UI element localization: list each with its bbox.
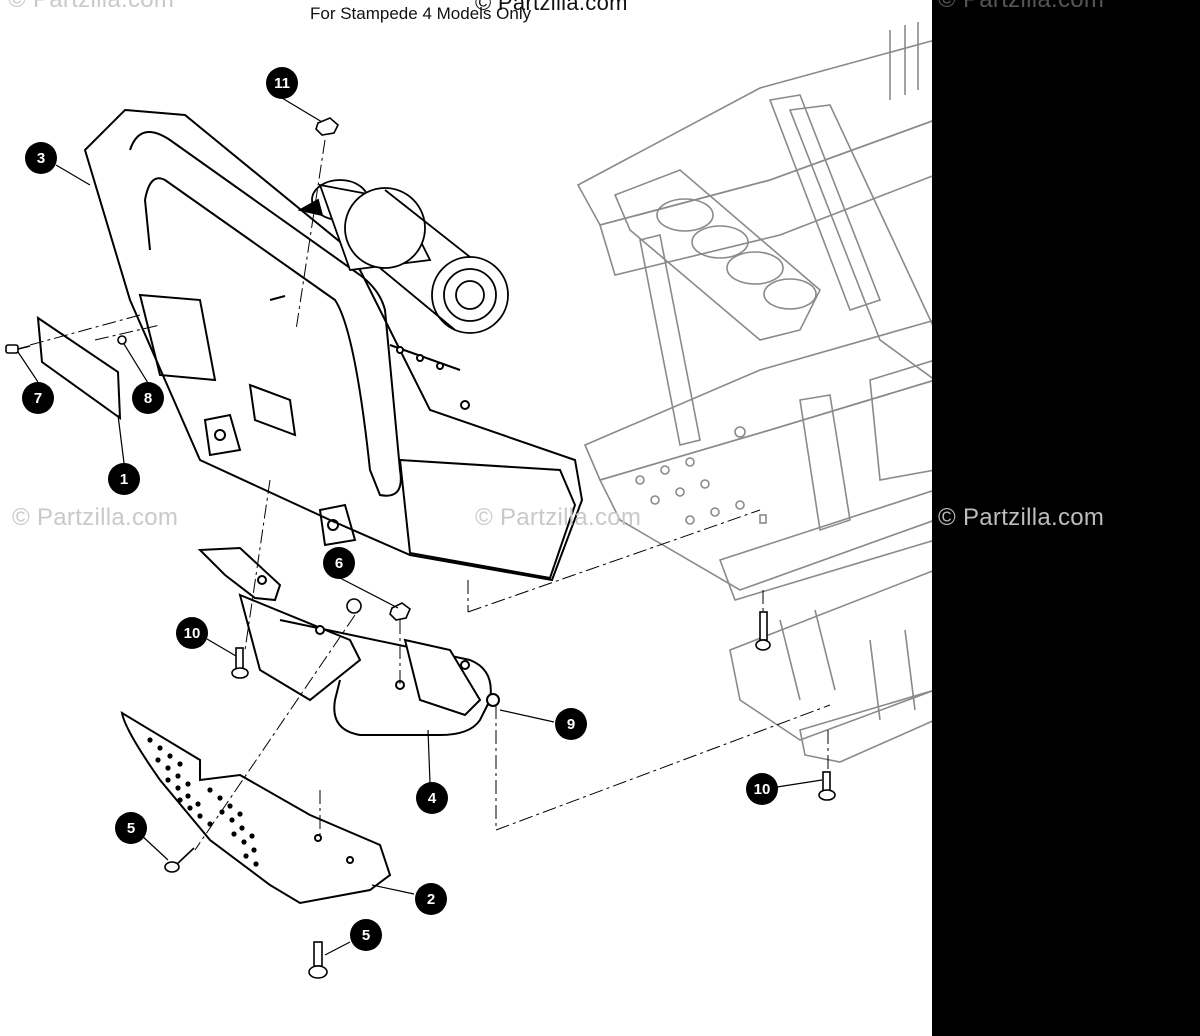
bumper bbox=[83, 108, 584, 582]
winch bbox=[297, 179, 509, 334]
diagram-caption: For Stampede 4 Models Only bbox=[310, 4, 532, 23]
watermark-mid-center: © Partzilla.com bbox=[475, 504, 642, 531]
watermark-top-center: © Partzilla.com bbox=[475, 0, 628, 15]
callout-11: 11 bbox=[266, 67, 298, 99]
watermark-mid-right: © Partzilla.com bbox=[938, 504, 1105, 531]
svg-text:5: 5 bbox=[127, 820, 135, 837]
callout-1: 1 bbox=[108, 463, 140, 495]
callout-10-left: 10 bbox=[176, 617, 208, 649]
callout-2: 2 bbox=[415, 883, 447, 915]
callout-5-lower: 5 bbox=[350, 919, 382, 951]
callout-5-upper: 5 bbox=[115, 812, 147, 844]
bolt-10-left bbox=[231, 647, 249, 679]
callout-4: 4 bbox=[416, 782, 448, 814]
nut-8 bbox=[117, 335, 127, 345]
bolt-5-lower bbox=[308, 941, 328, 979]
callout-8: 8 bbox=[132, 382, 164, 414]
right-black-panel bbox=[932, 0, 1200, 1036]
svg-text:8: 8 bbox=[144, 390, 152, 407]
svg-text:4: 4 bbox=[428, 790, 437, 807]
watermark-top-right: © Partzilla.com bbox=[938, 0, 1104, 14]
svg-text:2: 2 bbox=[427, 891, 435, 908]
svg-text:5: 5 bbox=[362, 927, 370, 944]
callout-3: 3 bbox=[25, 142, 57, 174]
bolt-5-upper bbox=[164, 847, 195, 873]
svg-text:6: 6 bbox=[335, 555, 343, 572]
screw-7 bbox=[5, 344, 19, 354]
skid-bracket bbox=[197, 546, 500, 736]
svg-text:10: 10 bbox=[754, 781, 771, 798]
watermark-mid-left: © Partzilla.com bbox=[12, 504, 179, 531]
watermark-top-left: © Partzilla.com bbox=[8, 0, 174, 14]
callout-9: 9 bbox=[555, 708, 587, 740]
svg-text:3: 3 bbox=[37, 150, 45, 167]
svg-text:10: 10 bbox=[184, 625, 201, 642]
license-plate bbox=[36, 315, 122, 421]
callout-10-right: 10 bbox=[746, 773, 778, 805]
callout-7: 7 bbox=[22, 382, 54, 414]
guide-lines bbox=[29, 139, 831, 851]
svg-text:11: 11 bbox=[274, 75, 290, 92]
leader-lines bbox=[17, 97, 823, 956]
nut-6b bbox=[389, 602, 411, 621]
skid-plate bbox=[120, 711, 392, 905]
svg-text:1: 1 bbox=[120, 471, 128, 488]
vehicle-frame bbox=[576, 22, 936, 763]
nut-6a bbox=[346, 598, 362, 614]
callout-6: 6 bbox=[323, 547, 355, 579]
callouts: 11 3 7 8 1 6 10 9 4 10 5 2 5 bbox=[22, 67, 778, 951]
svg-text:9: 9 bbox=[567, 716, 575, 733]
bolt-10-right bbox=[818, 771, 836, 801]
svg-text:7: 7 bbox=[34, 390, 42, 407]
